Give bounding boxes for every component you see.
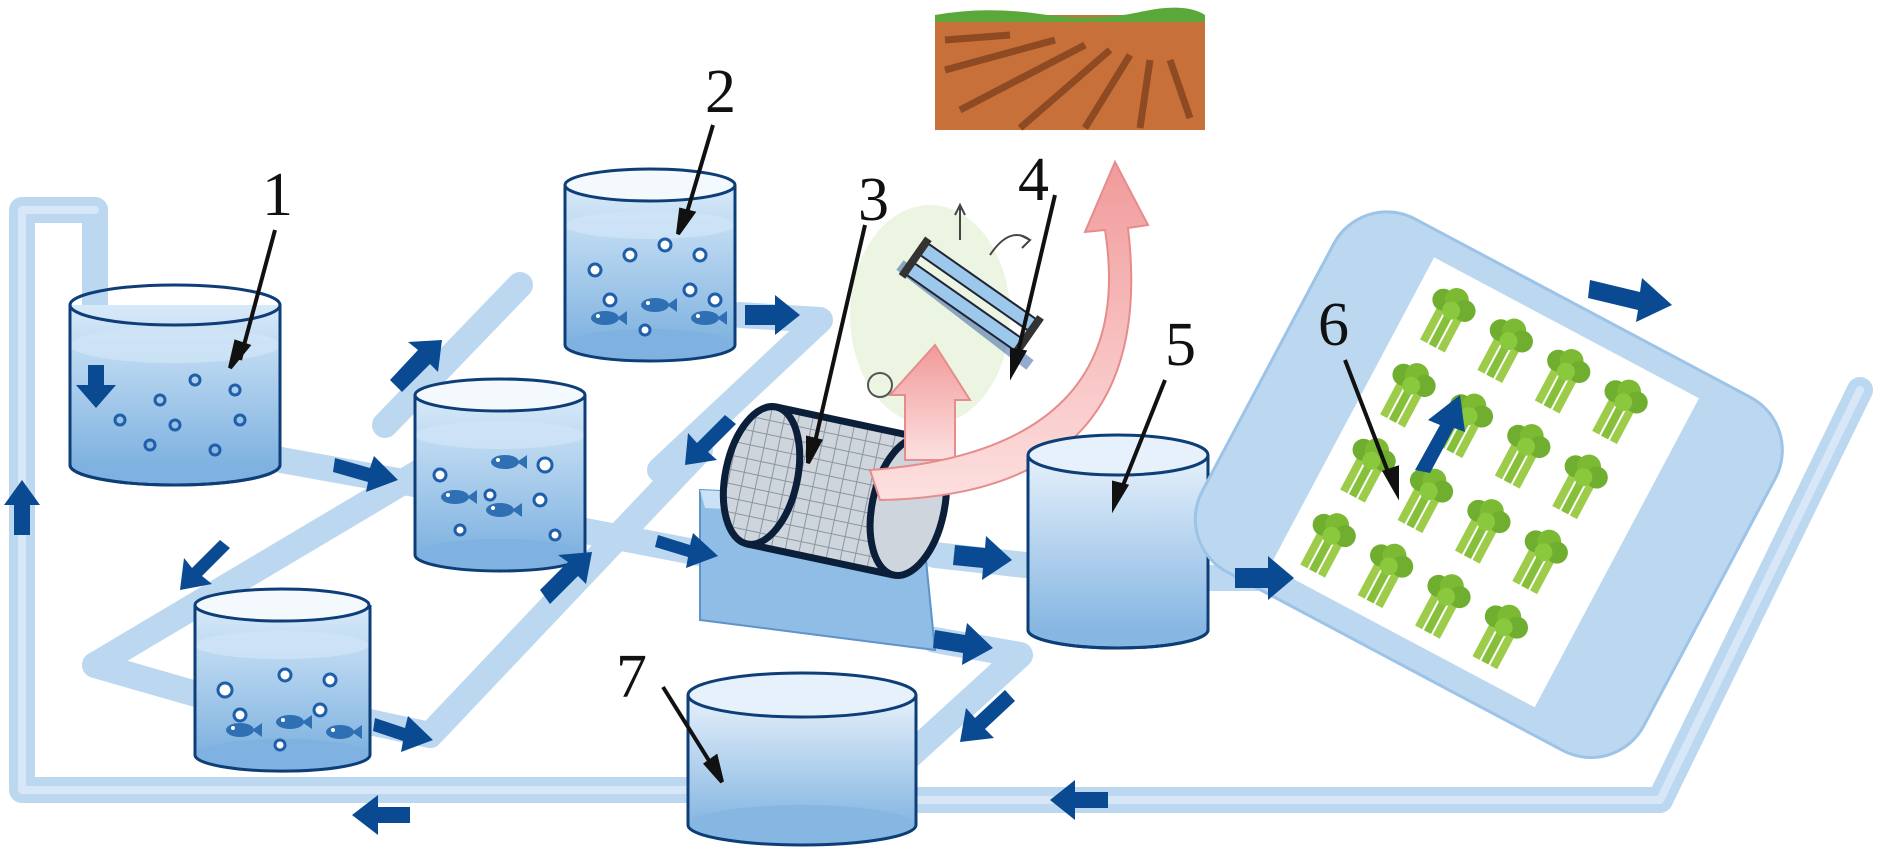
return-arrow-icon [887, 343, 972, 461]
flow-arrow-icon [933, 623, 993, 665]
flow-arrow-icon [1050, 780, 1108, 820]
return-arrow-icon [868, 159, 1150, 502]
label-7: 7 [616, 643, 647, 711]
flow-arrow-icon [390, 340, 442, 392]
number-labels: 1 2 3 4 5 6 7 [262, 58, 1349, 711]
flow-arrow-icon [745, 295, 800, 335]
label-4: 4 [1018, 146, 1049, 214]
tank-2 [563, 167, 737, 363]
flow-arrow-icon [76, 365, 116, 408]
hydroponic-bed [1193, 210, 1784, 760]
label-5: 5 [1165, 311, 1196, 379]
leader-lines [228, 124, 1399, 784]
bubble-icon [587, 237, 723, 337]
flow-arrow-icon [373, 716, 433, 752]
flow-arrow-icon [1415, 395, 1465, 473]
flow-arrow-icon [1235, 556, 1294, 600]
flow-arrow-icon [953, 536, 1012, 580]
tank-7 [686, 671, 918, 847]
label-6: 6 [1318, 291, 1349, 359]
flow-arrow-icon [655, 533, 718, 568]
flow-arrows [4, 278, 1672, 835]
tank-3 [413, 377, 587, 573]
tank-bottom-left [193, 587, 372, 773]
label-3: 3 [858, 166, 889, 234]
bubble-icon [432, 456, 562, 542]
flow-arrow-icon [540, 552, 592, 604]
bubble-icon [216, 667, 338, 752]
tank-5 [1026, 433, 1210, 650]
flow-arrow-icon [352, 795, 410, 835]
flow-arrow-icon [4, 480, 40, 535]
flow-arrow-icon [180, 540, 230, 590]
uv-sterilizer [850, 202, 1044, 425]
flow-arrow-icon [1588, 278, 1672, 322]
bubble-icon [113, 373, 247, 457]
label-1: 1 [262, 161, 293, 229]
farm-field [935, 7, 1205, 131]
label-2: 2 [705, 58, 736, 126]
flow-arrow-icon [685, 415, 736, 465]
flow-arrow-icon [960, 690, 1015, 742]
flow-arrow-icon [333, 456, 398, 492]
